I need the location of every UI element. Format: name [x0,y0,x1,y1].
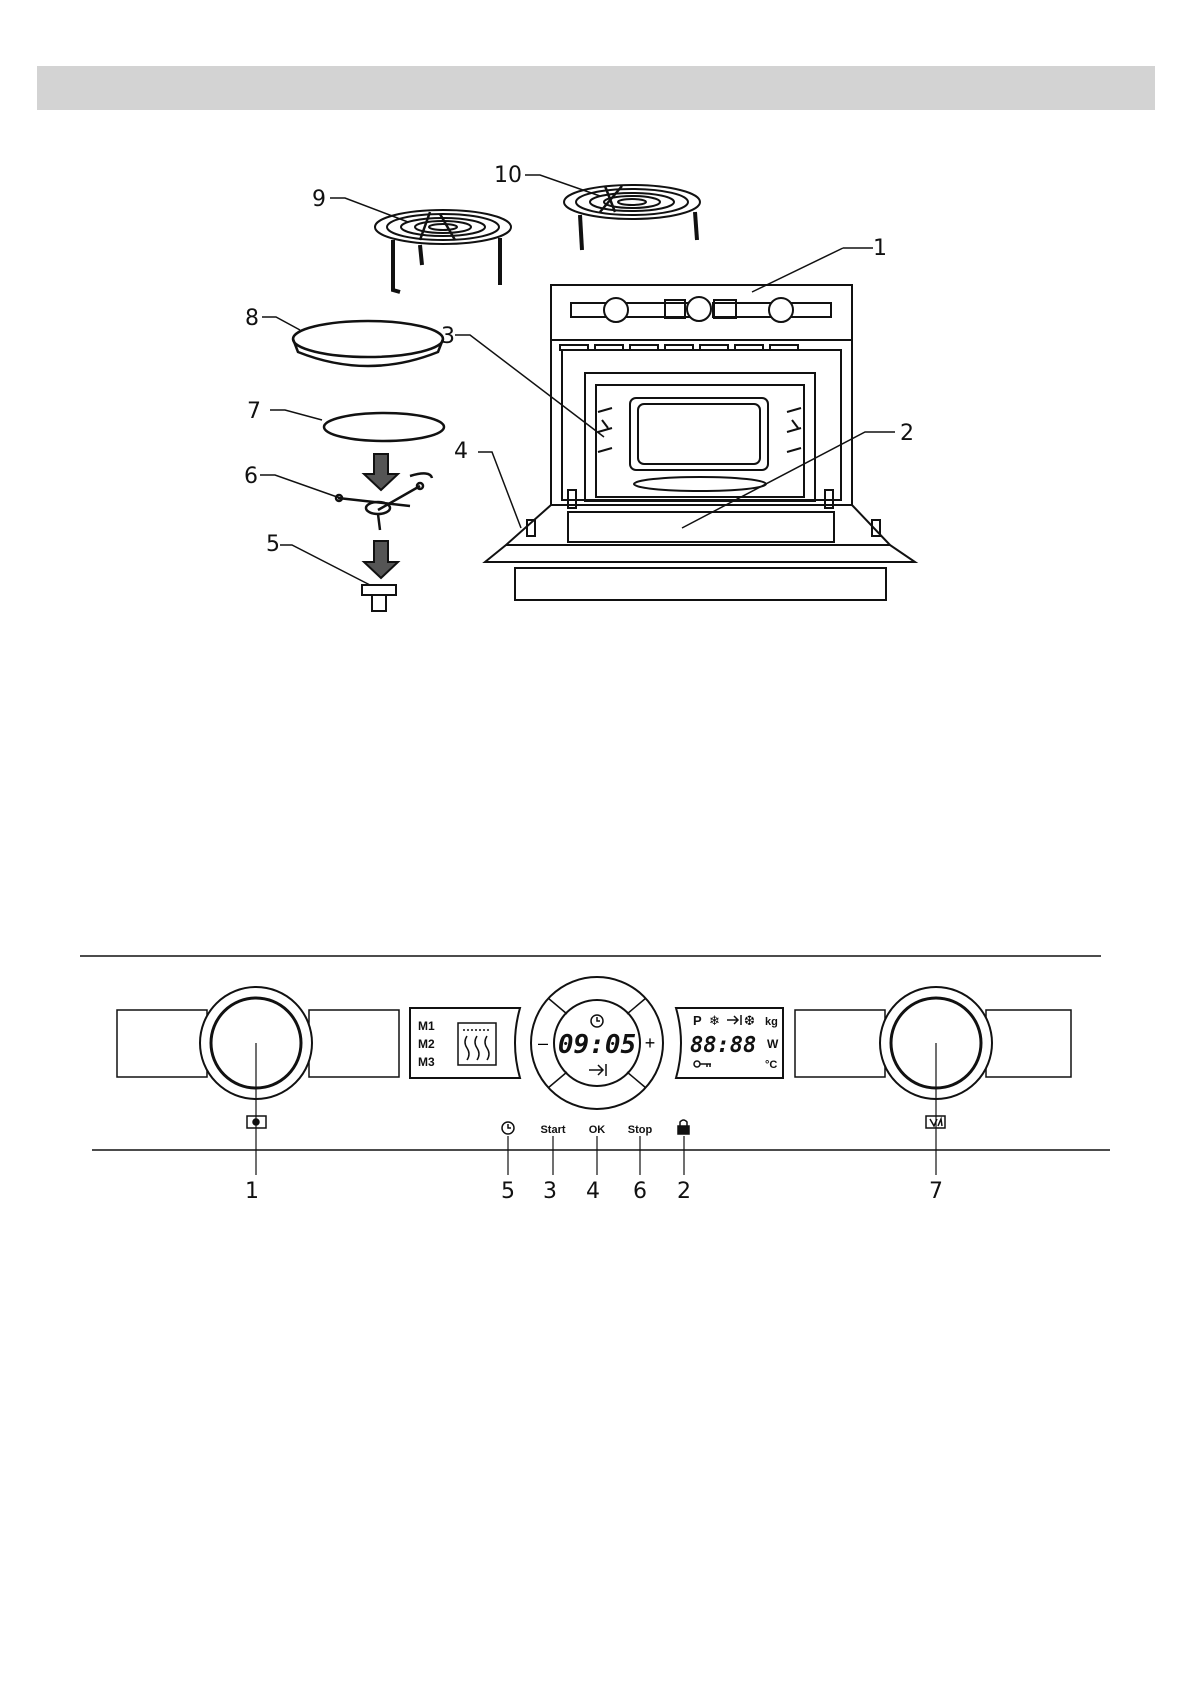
oven-body [485,285,915,600]
start-button[interactable]: Start [540,1124,565,1136]
control-panel: M1 M2 M3 09:05 – + [80,956,1110,1204]
panel-callout-1: 1 [245,1179,259,1204]
timer-button[interactable] [502,1122,514,1134]
time-readout: 09:05 [558,1030,636,1060]
callout-5: 5 [266,532,280,557]
mode-label-m3: M3 [418,1055,435,1069]
plus-button[interactable]: + [645,1033,656,1053]
mode-label-m1: M1 [418,1019,435,1033]
panel-callout-5: 5 [501,1179,515,1204]
program-indicator: P [693,1013,702,1028]
callout-3: 3 [441,324,455,349]
panel-callout-4: 4 [586,1179,600,1204]
stop-button[interactable]: Stop [628,1124,653,1136]
callout-1: 1 [873,236,887,261]
navigation-dial[interactable]: 09:05 – + [531,977,663,1109]
defrost-auto-icon: ❆ [744,1013,755,1028]
low-grill-rack [564,185,700,250]
lock-button[interactable] [678,1120,689,1134]
callout-2: 2 [900,421,914,446]
callout-6: 6 [244,464,258,489]
program-digits: 88:88 [690,1033,756,1058]
callout-8: 8 [245,306,259,331]
callout-9: 9 [312,187,326,212]
high-grill-rack [375,210,511,292]
callout-4: 4 [454,439,468,464]
leader-lines-top [260,175,895,585]
program-display: P ❄ ❆ kg 88:88 W °C [676,1008,783,1078]
panel-callout-2: 2 [677,1179,691,1204]
assembly-arrows [364,454,398,578]
glass-turntable [324,413,444,441]
panel-callout-7: 7 [929,1179,943,1204]
weight-unit: kg [765,1016,778,1028]
mode-label-m2: M2 [418,1037,435,1051]
callout-7: 7 [247,399,261,424]
minus-button[interactable]: – [538,1033,548,1053]
power-unit: W [767,1037,779,1051]
ok-button[interactable]: OK [589,1124,606,1136]
defrost-icon: ❄ [709,1013,720,1028]
callout-10: 10 [494,163,522,188]
turntable-drive [362,585,396,611]
temperature-unit: °C [765,1059,777,1071]
panel-callout-3: 3 [543,1179,557,1204]
panel-callout-6: 6 [633,1179,647,1204]
mode-display: M1 M2 M3 [410,1008,520,1078]
crisp-plate [293,321,443,366]
